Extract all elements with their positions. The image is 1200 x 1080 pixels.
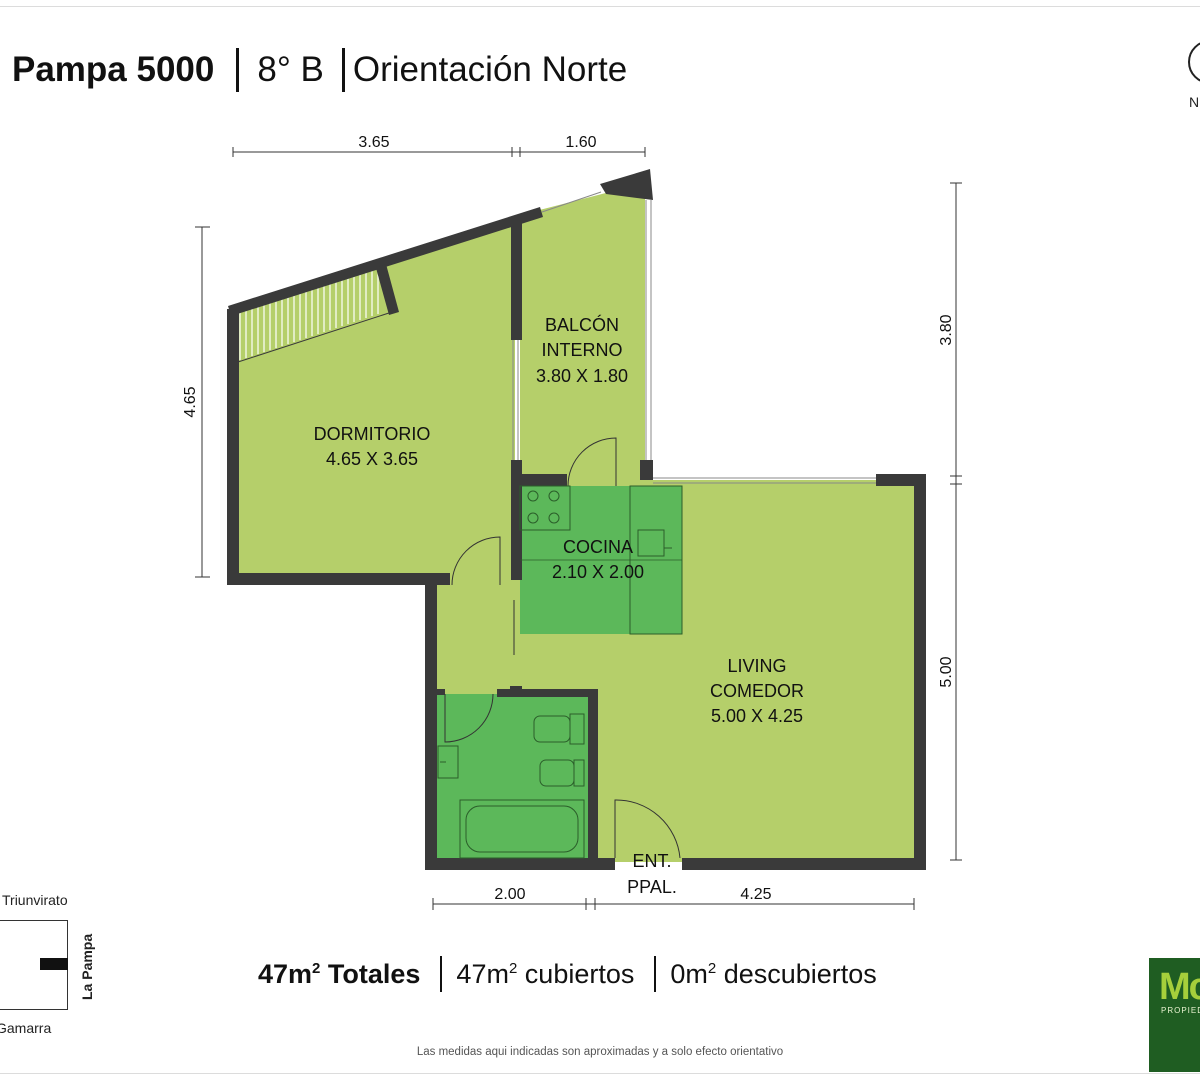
wall-west-dormitorio [227,309,239,585]
door-entrance [614,799,681,859]
balcon-size: 3.80 X 1.80 [536,366,628,386]
header-separator [236,48,240,92]
doors [444,437,681,859]
bottom-border-line [0,1073,1200,1074]
wall-south-dormitorio [227,573,450,585]
wall-bath-north-left [433,689,445,695]
door-balcon [567,437,617,487]
brand-subtitle: PROPIEDADES [1161,1006,1200,1015]
wall-dorm-kitchen [511,460,522,580]
bathroom-sink-icon [437,745,459,779]
bathroom-floor [437,694,591,860]
dimension-right-top: 3.80 [938,314,955,345]
street-top-label: Triunvirato [2,892,68,908]
wall-bath-north [497,689,598,697]
wall-stair-divider [376,264,399,315]
wall-kitchen-north [511,474,567,486]
wall-west-living [425,585,437,870]
cocina-name: COCINA [563,537,633,557]
header-separator [341,48,345,92]
totals-separator [440,956,443,992]
area-totals: 47m2 Totales 47m2 cubiertos 0m2 descubie… [258,956,877,992]
entrance-label-2: PPAL. [627,877,677,897]
dormitorio-size: 4.65 X 3.65 [326,449,418,469]
dimension-top-left: 3.65 [358,134,389,151]
brand-mark: Mc [1159,966,1200,1008]
street-side-label: La Pampa [79,933,95,1000]
wall-north-balcon [600,169,653,200]
uncovered-area: 0m2 descubiertos [670,958,877,989]
balcon-name-1: BALCÓN [545,314,619,335]
unit-label: 8° B [257,50,324,89]
total-area: 47m2 Totales [258,958,421,989]
wall-south-left [425,858,615,870]
brand-logo: Mc PROPIEDADES [1149,958,1200,1072]
window-north-balcon [541,191,602,213]
disclaimer-note: Las medidas aqui indicadas son aproximad… [416,1046,784,1058]
wall-south-right [682,858,926,870]
dimension-top-right: 1.60 [565,134,596,151]
wall-balcon-east [640,460,653,480]
dimension-bottom-right: 4.25 [740,886,771,903]
wall-east [914,474,926,870]
covered-area: 47m2 cubiertos [456,958,635,989]
bidet-icon [539,759,585,787]
totals-separator [654,956,657,992]
wall-bath-mark [510,686,522,692]
wall-living-north [876,474,926,486]
stove-icon [519,485,571,531]
dimension-right-bottom: 5.00 [938,656,955,687]
street-bottom-label: Gamarra [0,1020,52,1036]
bathtub-icon [459,799,585,859]
living-name-2: COMEDOR [710,681,804,701]
dimension-lines [195,147,962,910]
toilet-icon [533,713,585,745]
balcon-floor [520,183,645,480]
top-border-line [0,6,1200,7]
door-dormitorio [451,536,501,586]
living-name-1: LIVING [727,656,786,676]
page-header: Pampa 5000 8° B Orientación Norte [12,46,627,94]
unit-location-marker [40,958,68,970]
walls [227,169,926,870]
project-name: Pampa 5000 [12,50,215,89]
dormitorio-name: DORMITORIO [314,424,431,444]
wall-bath-east [588,690,598,860]
compass-north-label: N [1189,94,1200,110]
wall-north-dormitorio [228,207,543,316]
living-size: 5.00 X 4.25 [711,706,803,726]
dimension-left: 4.65 [182,386,199,417]
door-bath [444,693,494,743]
orientation-label: Orientación Norte [352,50,628,89]
dimension-bottom-left: 2.00 [494,886,525,903]
wall-dorm-balcon [511,222,522,340]
balcon-name-2: INTERNO [542,340,623,360]
entrance-label-1: ENT. [632,851,671,871]
cocina-size: 2.10 X 2.00 [552,562,644,582]
